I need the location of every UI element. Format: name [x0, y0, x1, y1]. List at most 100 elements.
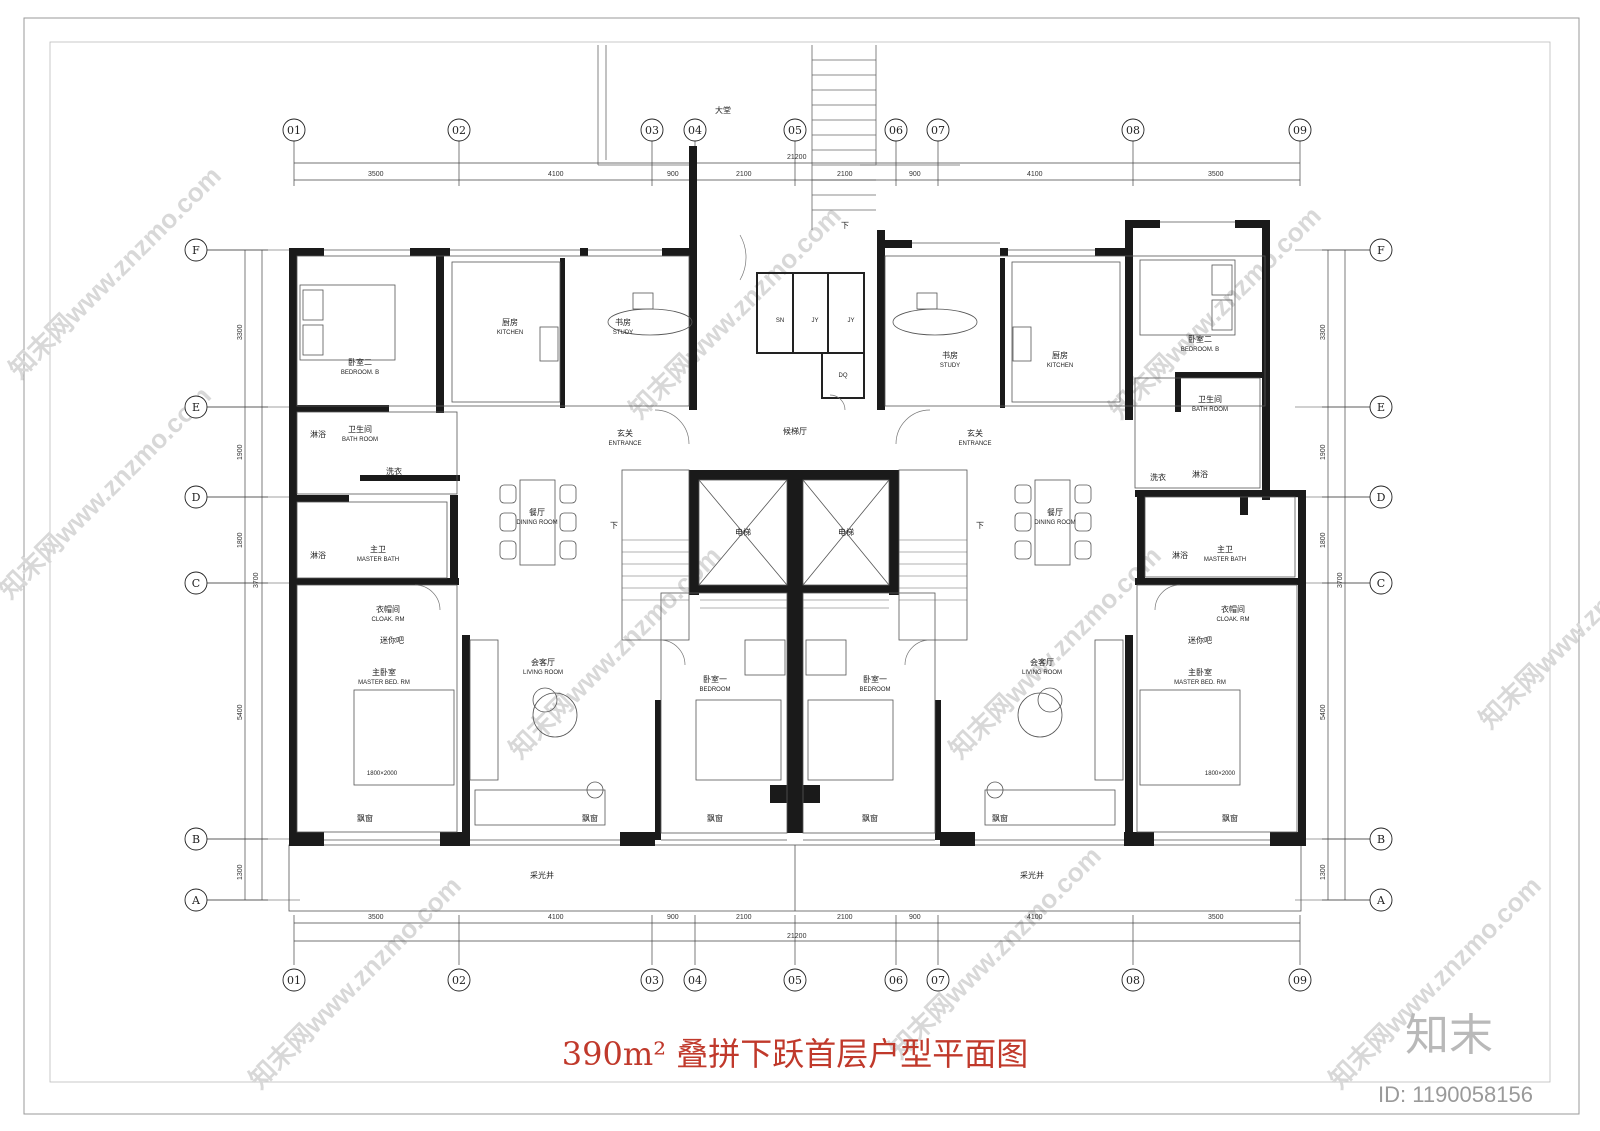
axis-label: 08 — [1126, 974, 1140, 987]
room-label: 飘窗 — [582, 813, 598, 823]
dim-text: 3300 — [1320, 324, 1327, 340]
axis-label: D — [192, 491, 201, 504]
room-label-en: LIVING ROOM — [523, 670, 563, 676]
room-label-en: STUDY — [613, 330, 633, 336]
room-label: 洗衣 — [1150, 472, 1166, 482]
room-label-en: CLOAK. RM — [1216, 617, 1249, 623]
dim-text: 1900 — [237, 444, 244, 460]
room-label: 玄关 — [617, 428, 633, 438]
room-label: 淋浴 — [1192, 469, 1208, 479]
dim-text: 3500 — [1208, 171, 1224, 178]
bottom-axis-labels: 01 02 03 04 05 06 07 08 09 — [287, 974, 1307, 987]
drawing-border — [49, 41, 1551, 1083]
axis-label: D — [1377, 491, 1386, 504]
room-label-en: MASTER BED. RM — [1174, 680, 1226, 686]
room-label: 迷你吧 — [1188, 635, 1212, 645]
room-label-en: DINING ROOM — [1034, 520, 1075, 526]
axis-label: 06 — [889, 974, 903, 987]
bottom-axis-bubbles — [282, 968, 1312, 992]
axis-label: A — [1376, 894, 1386, 907]
dim-text: 4100 — [1027, 914, 1043, 921]
room-label-en: BATH ROOM — [1192, 407, 1228, 413]
dim-text: 900 — [909, 171, 921, 178]
axis-label: B — [1377, 833, 1385, 846]
axis-label: E — [1377, 401, 1385, 414]
stair-label: 下 — [976, 521, 984, 530]
room-labels: 卧室二 BEDROOM. B 厨房 KITCHEN 书房 STUDY 玄关 EN… — [310, 221, 1250, 823]
room-label: 餐厅 — [529, 508, 545, 517]
watermark-text: 知末网www.znzmo.com — [1103, 200, 1327, 424]
bottom-dimensions — [293, 915, 1301, 965]
axis-label: 05 — [788, 124, 802, 137]
door-swings — [414, 234, 1181, 666]
top-dimension-texts: 3500 4100 900 2100 2100 900 4100 3500 21… — [368, 154, 1224, 178]
axis-label: 02 — [452, 124, 466, 137]
brand-logo: 知末 — [1405, 1010, 1493, 1061]
dim-text: 4100 — [548, 171, 564, 178]
room-label: 候梯厅 — [783, 426, 807, 436]
room-label: 主卫 — [370, 544, 386, 554]
room-label-en: CLOAK. RM — [371, 617, 404, 623]
axis-label: 09 — [1293, 124, 1307, 137]
shaft-label: JY — [847, 318, 854, 324]
dim-text: 4100 — [548, 914, 564, 921]
axis-label: 07 — [931, 124, 945, 137]
lightwell-label: 采光井 — [1020, 870, 1044, 880]
watermark-text: 知末网www.znzmo.com — [243, 870, 467, 1094]
axis-label: 02 — [452, 974, 466, 987]
room-label-en: BEDROOM. B — [1181, 347, 1219, 353]
axis-label: 01 — [287, 124, 301, 137]
dim-text: 900 — [909, 914, 921, 921]
axis-label: C — [192, 577, 200, 590]
axis-label: 09 — [1293, 974, 1307, 987]
row-axis-bubbles — [184, 238, 1393, 912]
room-label-en: BEDROOM — [859, 687, 890, 693]
room-label: 飘窗 — [1222, 813, 1238, 823]
stair-label: 下 — [841, 221, 849, 230]
room-label: 厨房 — [502, 317, 518, 327]
room-label: 主卫 — [1217, 544, 1233, 554]
dim-text: 3500 — [368, 914, 384, 921]
dim-text: 1800 — [237, 532, 244, 548]
room-label: 书房 — [942, 350, 958, 360]
room-label-en: MASTER BED. RM — [358, 680, 410, 686]
room-label-en: MASTER BATH — [357, 557, 399, 563]
room-label-en: ENTRANCE — [608, 441, 641, 447]
watermark-text: 知末网www.znzmo.com — [1473, 510, 1600, 734]
room-label: 卫生间 — [1198, 394, 1222, 404]
room-label-en: STUDY — [940, 363, 960, 369]
room-label: 卧室一 — [703, 674, 727, 684]
room-label-en: BATH ROOM — [342, 437, 378, 443]
dim-text: 900 — [667, 171, 679, 178]
room-label-en: LIVING ROOM — [1022, 670, 1062, 676]
axis-label: 01 — [287, 974, 301, 987]
row-axis-labels: F E D C B A F E D C B A — [191, 244, 1386, 907]
top-axis-bubbles — [282, 118, 1312, 142]
room-label: 飘窗 — [992, 813, 1008, 823]
dim-text: 2100 — [837, 914, 853, 921]
row-axis-lines — [207, 249, 1370, 901]
dim-text: 2100 — [837, 171, 853, 178]
room-label: 厨房 — [1052, 350, 1068, 360]
outer-frame — [23, 17, 1580, 1115]
room-label: 主卧室 — [372, 667, 396, 677]
shaft-label: DQ — [839, 373, 848, 379]
axis-label: 05 — [788, 974, 802, 987]
dim-text: 900 — [667, 914, 679, 921]
room-label-en: 1800×2000 — [367, 771, 398, 777]
axis-label: B — [192, 833, 200, 846]
dim-text: 1900 — [1320, 444, 1327, 460]
room-label-en: KITCHEN — [1047, 363, 1073, 369]
watermark-text: 知末网www.znzmo.com — [0, 380, 217, 604]
room-label: 会客厅 — [1030, 657, 1054, 667]
axis-label: F — [192, 244, 200, 257]
room-label: 衣帽间 — [376, 604, 400, 614]
dim-text: 3300 — [237, 324, 244, 340]
room-label: 电梯 — [735, 527, 751, 537]
dim-total-text: 21200 — [787, 154, 807, 161]
axis-label: 06 — [889, 124, 903, 137]
dim-text: 5400 — [237, 704, 244, 720]
axis-label: C — [1377, 577, 1385, 590]
walls — [289, 146, 1306, 846]
axis-label: 04 — [688, 124, 702, 137]
